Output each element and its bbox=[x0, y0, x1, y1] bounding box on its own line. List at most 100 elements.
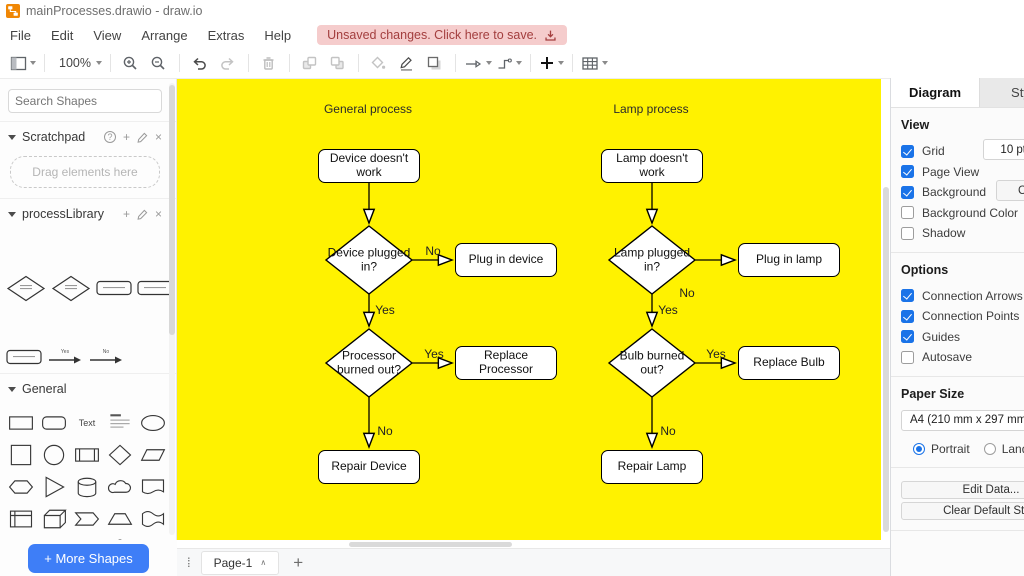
library-shape-decision-diamond[interactable] bbox=[6, 275, 46, 302]
more-shapes-button[interactable]: + More Shapes bbox=[28, 543, 149, 573]
edge-label[interactable]: Yes bbox=[424, 347, 444, 361]
process-node[interactable]: Lamp doesn't work bbox=[601, 149, 703, 183]
scratchpad-help-icon[interactable]: ? bbox=[103, 131, 116, 143]
shape-diamond[interactable] bbox=[104, 440, 136, 470]
change-background-button[interactable]: Change bbox=[996, 180, 1024, 201]
connection-button[interactable] bbox=[464, 51, 492, 75]
library-shape-process-box[interactable] bbox=[6, 349, 42, 365]
canvas-horizontal-scrollbar[interactable] bbox=[177, 540, 881, 548]
decision-node[interactable]: Processor burned out? bbox=[336, 348, 402, 377]
fill-color-button[interactable] bbox=[367, 51, 391, 75]
search-shapes-box[interactable] bbox=[8, 89, 170, 113]
scratchpad-close-icon[interactable]: × bbox=[154, 130, 162, 144]
scratchpad-add-icon[interactable]: + bbox=[122, 130, 130, 144]
flowchart-title[interactable]: Lamp process bbox=[613, 102, 689, 116]
shape-internal-storage[interactable] bbox=[5, 504, 37, 534]
connection-arrows-checkbox[interactable] bbox=[901, 289, 914, 303]
zoom-level-button[interactable]: 100% bbox=[53, 51, 102, 75]
process-node[interactable]: Replace Bulb bbox=[738, 346, 840, 380]
shape-rectangle[interactable] bbox=[5, 408, 37, 438]
table-button[interactable] bbox=[581, 51, 608, 75]
pages-menu-icon[interactable]: ⁞ bbox=[187, 555, 191, 570]
vertical-scrollbar-thumb[interactable] bbox=[882, 187, 889, 532]
autosave-checkbox[interactable] bbox=[901, 350, 914, 364]
shape-step[interactable] bbox=[71, 504, 103, 534]
zoom-out-button[interactable] bbox=[147, 51, 171, 75]
redo-button[interactable] bbox=[216, 51, 240, 75]
edge-label[interactable]: Yes bbox=[706, 347, 726, 361]
grid-size-input[interactable]: 10 pt bbox=[983, 139, 1024, 160]
shape-process[interactable] bbox=[71, 440, 103, 470]
shape-ellipse[interactable] bbox=[137, 408, 169, 438]
library-edit-icon[interactable] bbox=[137, 209, 148, 220]
decision-node[interactable]: Device plugged in? bbox=[327, 245, 411, 274]
process-node[interactable]: Repair Device bbox=[318, 450, 420, 484]
shadow-button[interactable] bbox=[423, 51, 447, 75]
tab-diagram[interactable]: Diagram bbox=[891, 78, 979, 107]
shape-cube[interactable] bbox=[38, 504, 70, 534]
shape-document[interactable] bbox=[137, 472, 169, 502]
shape-rounded-rectangle[interactable] bbox=[38, 408, 70, 438]
process-node[interactable]: Repair Lamp bbox=[601, 450, 703, 484]
menu-file[interactable]: File bbox=[10, 27, 31, 43]
landscape-radio[interactable] bbox=[983, 442, 996, 455]
library-shape-labeled-arrow[interactable]: No bbox=[88, 349, 124, 365]
process-node[interactable]: Plug in device bbox=[455, 243, 557, 277]
edit-data-button[interactable]: Edit Data... bbox=[901, 480, 1024, 499]
scratchpad-edit-icon[interactable] bbox=[137, 132, 148, 143]
shape-parallelogram[interactable] bbox=[137, 440, 169, 470]
shape-circle[interactable] bbox=[38, 440, 70, 470]
guides-checkbox[interactable] bbox=[901, 330, 914, 344]
shape-text[interactable]: Text bbox=[78, 418, 96, 428]
shape-trapezoid[interactable] bbox=[104, 504, 136, 534]
library-add-icon[interactable]: + bbox=[122, 207, 130, 221]
canvas-vertical-scrollbar[interactable] bbox=[881, 79, 890, 540]
shape-textbox[interactable] bbox=[104, 408, 136, 438]
clear-default-style-button[interactable]: Clear Default Style bbox=[901, 501, 1024, 520]
to-front-button[interactable] bbox=[298, 51, 322, 75]
menu-extras[interactable]: Extras bbox=[207, 27, 245, 43]
process-node[interactable]: Device doesn't work bbox=[318, 149, 420, 183]
process-library-header[interactable]: processLibrary + × bbox=[0, 198, 176, 229]
add-page-button[interactable]: + bbox=[293, 552, 304, 572]
library-shape-process-box[interactable] bbox=[137, 280, 173, 296]
waypoints-button[interactable] bbox=[496, 51, 522, 75]
menu-edit[interactable]: Edit bbox=[50, 27, 74, 43]
portrait-radio[interactable] bbox=[913, 442, 925, 455]
shape-hexagon[interactable] bbox=[5, 472, 37, 502]
view-format-button[interactable] bbox=[10, 51, 36, 75]
unsaved-changes-banner[interactable]: Unsaved changes. Click here to save. bbox=[317, 25, 567, 45]
page-tab[interactable]: Page-1 ∧ bbox=[200, 550, 280, 575]
to-back-button[interactable] bbox=[326, 51, 350, 75]
search-input[interactable] bbox=[15, 94, 170, 108]
menu-arrange[interactable]: Arrange bbox=[141, 27, 188, 43]
edge-label[interactable]: No bbox=[425, 244, 441, 258]
zoom-in-button[interactable] bbox=[119, 51, 143, 75]
shape-tape[interactable] bbox=[137, 504, 169, 534]
edge-label[interactable]: No bbox=[377, 424, 393, 438]
shape-cloud[interactable] bbox=[104, 472, 136, 502]
line-color-button[interactable] bbox=[395, 51, 419, 75]
scratchpad-drop-area[interactable]: Drag elements here bbox=[10, 156, 160, 188]
edge-label[interactable]: Yes bbox=[658, 303, 678, 317]
undo-button[interactable] bbox=[188, 51, 212, 75]
background-checkbox[interactable] bbox=[901, 185, 914, 199]
grid-checkbox[interactable] bbox=[901, 144, 914, 158]
library-shape-labeled-arrow[interactable]: Yes bbox=[47, 349, 83, 365]
general-section-header[interactable]: General bbox=[0, 373, 176, 404]
decision-node[interactable]: Bulb burned out? bbox=[619, 348, 685, 377]
delete-button[interactable] bbox=[257, 51, 281, 75]
scratchpad-section-header[interactable]: Scratchpad ? + × bbox=[0, 121, 176, 152]
menu-help[interactable]: Help bbox=[264, 27, 292, 43]
shadow-checkbox[interactable] bbox=[901, 226, 914, 240]
edge-label[interactable]: No bbox=[679, 286, 695, 300]
decision-node[interactable]: Lamp plugged in? bbox=[613, 245, 691, 274]
sidebar-scrollbar-thumb[interactable] bbox=[169, 85, 175, 335]
page-view-checkbox[interactable] bbox=[901, 165, 914, 179]
connection-points-checkbox[interactable] bbox=[901, 309, 914, 323]
process-node[interactable]: Replace Processor bbox=[455, 346, 557, 380]
horizontal-scrollbar-thumb[interactable] bbox=[349, 541, 512, 547]
flowchart-title[interactable]: General process bbox=[323, 102, 413, 116]
shape-triangle[interactable] bbox=[38, 472, 70, 502]
